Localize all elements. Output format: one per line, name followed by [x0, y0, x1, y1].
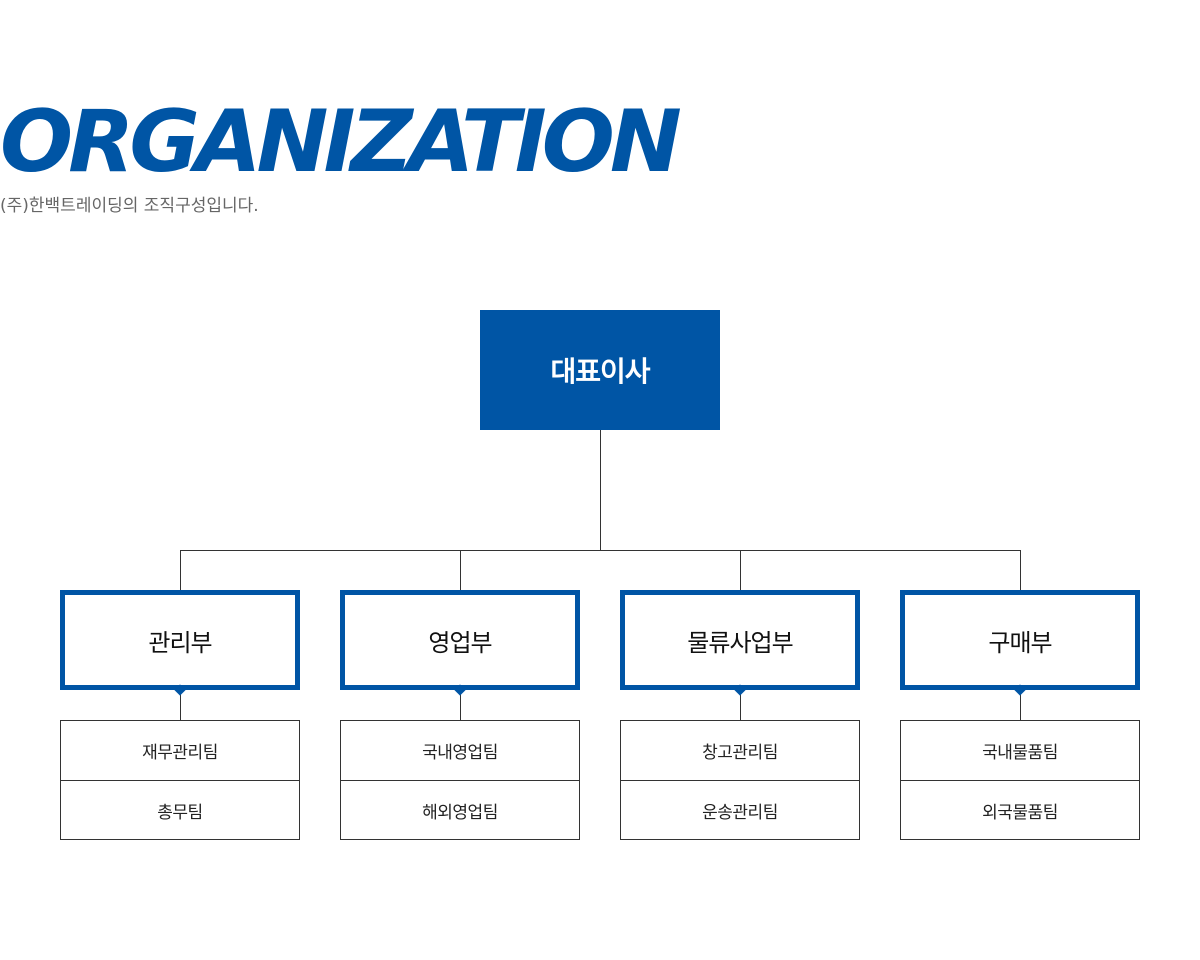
team-list-sales: 국내영업팀 해외영업팀 [340, 720, 580, 840]
team-item: 외국물품팀 [901, 780, 1139, 839]
ceo-label: 대표이사 [550, 355, 650, 388]
team-item: 창고관리팀 [702, 743, 778, 763]
dept-node-logistics: 물류사업부 [620, 590, 860, 696]
dept-label: 관리부 [148, 628, 212, 657]
dept-label: 영업부 [428, 628, 492, 657]
page-subtitle: (주)한백트레이딩의 조직구성입니다. [0, 196, 259, 216]
ceo-node: 대표이사 [480, 310, 720, 430]
team-item: 국내물품팀 [982, 743, 1058, 763]
team-list-admin: 재무관리팀 총무팀 [60, 720, 300, 840]
team-list-logistics: 창고관리팀 운송관리팀 [620, 720, 860, 840]
page-title: ORGANIZATION [0, 92, 682, 192]
dept-label: 물류사업부 [687, 628, 793, 657]
dept-node-admin: 관리부 [60, 590, 300, 696]
dept-node-sales: 영업부 [340, 590, 580, 696]
dept-node-purchasing: 구매부 [900, 590, 1140, 696]
team-item: 국내영업팀 [422, 743, 498, 763]
team-item: 재무관리팀 [142, 743, 218, 763]
team-item: 해외영업팀 [341, 780, 579, 839]
team-list-purchasing: 국내물품팀 외국물품팀 [900, 720, 1140, 840]
team-item: 총무팀 [61, 780, 299, 839]
dept-label: 구매부 [988, 628, 1052, 657]
team-item: 운송관리팀 [621, 780, 859, 839]
